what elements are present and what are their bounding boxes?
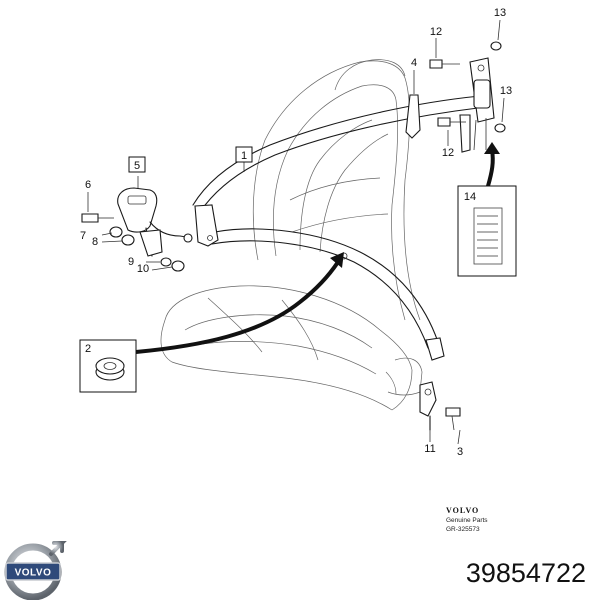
callout-1: 1: [241, 150, 247, 162]
seat-belt-webbing: [192, 57, 495, 361]
inset-box-part-2: [79, 339, 137, 393]
genuine-parts-block: VOLVO Genuine Parts GR-325573: [446, 506, 488, 533]
callout-14: 14: [464, 191, 476, 203]
callout-12-upper: 12: [430, 26, 442, 38]
inset-box-part-14: [457, 185, 517, 277]
callout-box-1: [235, 146, 253, 163]
reference-arrows: [135, 142, 500, 354]
callout-labels: 1 2 3 4 5 6 7 8 9 10 11 12 12 13 13 14: [80, 7, 512, 458]
volvo-logo: VOLVO: [4, 541, 67, 600]
callout-3: 3: [457, 446, 463, 458]
callout-13-upper: 13: [494, 7, 506, 19]
callout-13-lower: 13: [500, 85, 512, 97]
callout-9: 9: [128, 256, 134, 268]
gr-reference-text: GR-325573: [446, 526, 480, 533]
lower-anchor-hardware: [419, 381, 461, 431]
volvo-logo-word: VOLVO: [15, 568, 52, 579]
callout-2: 2: [85, 343, 91, 355]
volvo-arrow-icon: [49, 541, 67, 556]
genuine-parts-text: Genuine Parts: [446, 517, 488, 524]
callout-8: 8: [92, 236, 98, 248]
part-number: 39854722: [466, 558, 586, 588]
seat-outline: [160, 59, 423, 411]
callout-7: 7: [80, 230, 86, 242]
upper-fasteners: [429, 41, 506, 133]
callout-5: 5: [134, 160, 140, 172]
leader-lines: [87, 19, 505, 445]
callout-box-5: [128, 156, 146, 173]
buckle-assembly: [81, 187, 193, 272]
callout-11: 11: [424, 443, 435, 455]
callout-6: 6: [85, 179, 91, 191]
volvo-band: [5, 562, 61, 581]
brand-wordmark: VOLVO: [446, 506, 479, 515]
callout-10: 10: [137, 263, 149, 275]
callout-4: 4: [411, 57, 417, 69]
callout-12-lower: 12: [442, 147, 454, 159]
